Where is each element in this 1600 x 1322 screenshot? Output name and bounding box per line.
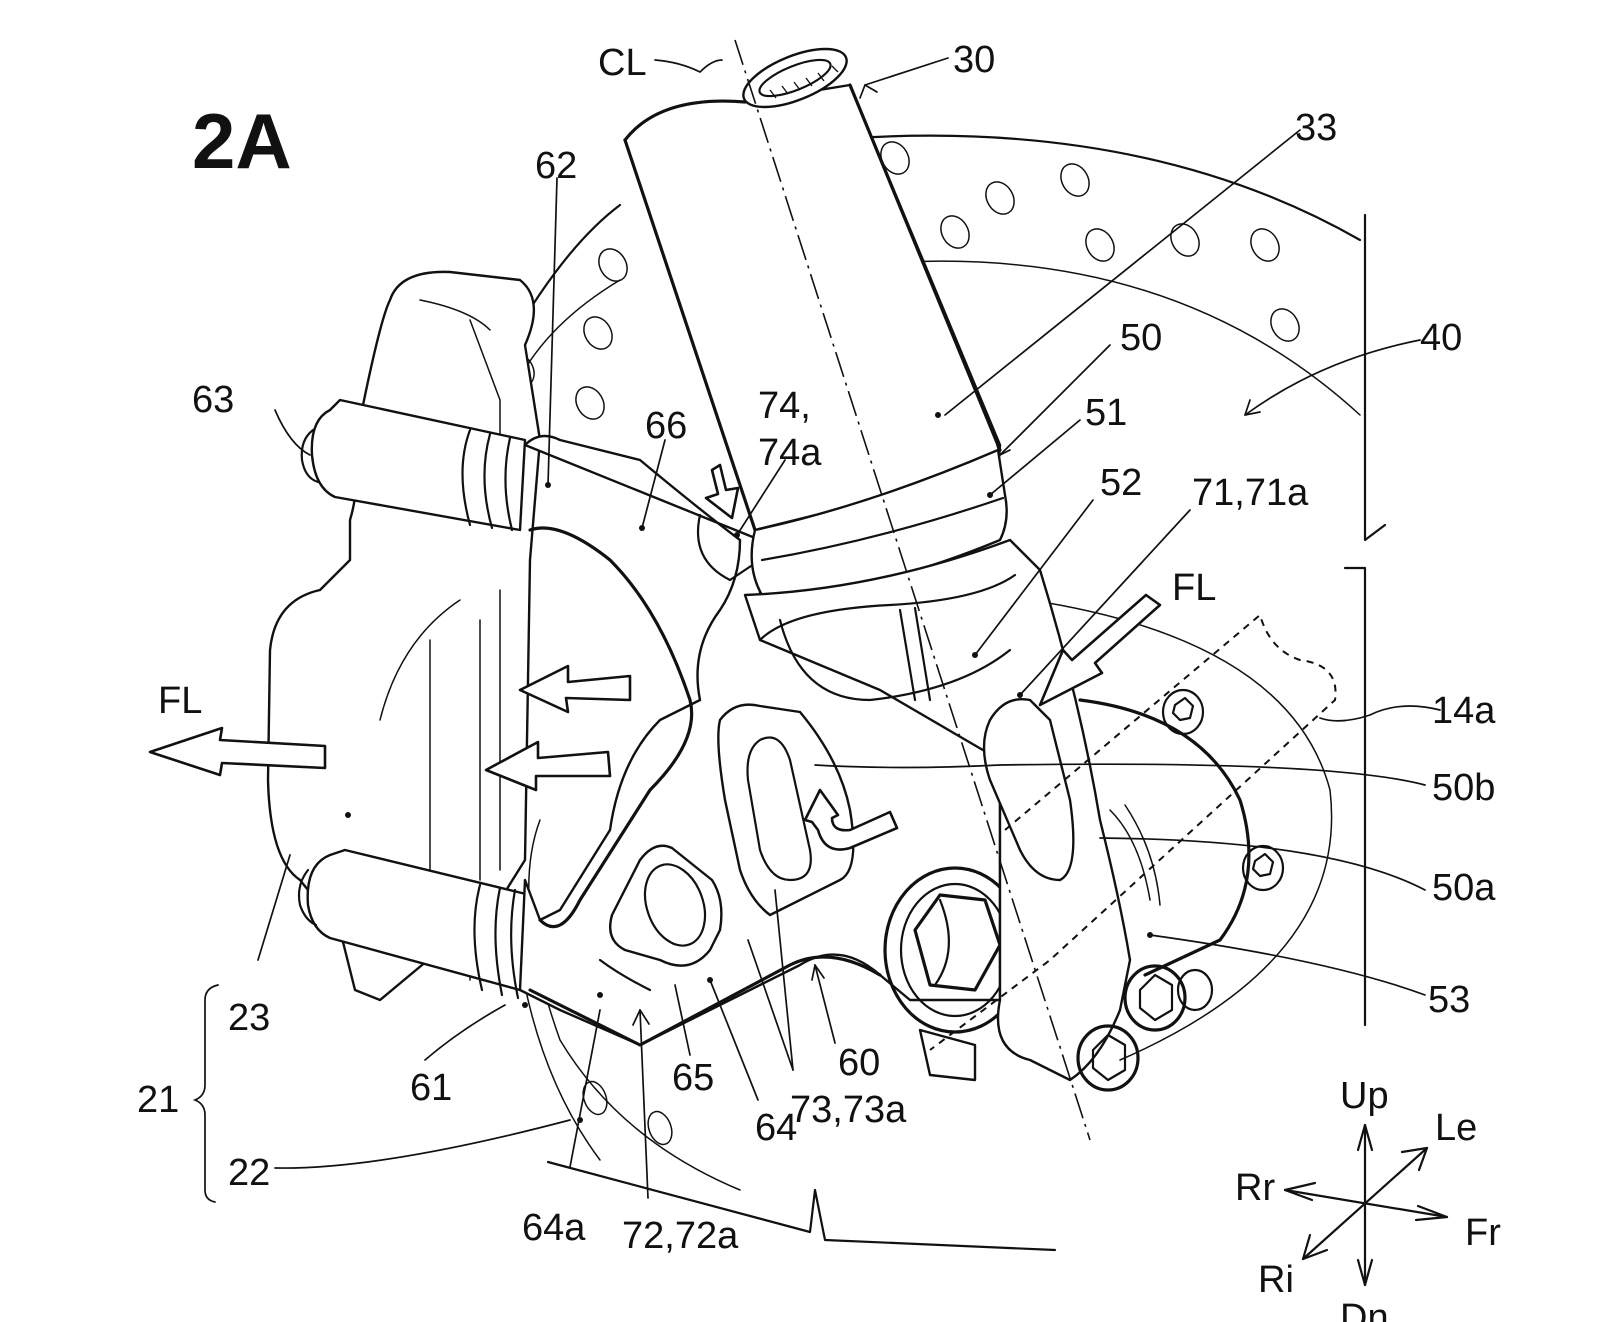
center-line	[734, 39, 1091, 1141]
label-50: 50	[1120, 317, 1162, 359]
label-fl-right: FL	[1172, 567, 1216, 609]
label-cl: CL	[598, 42, 647, 84]
label-40: 40	[1420, 317, 1462, 359]
label-63: 63	[192, 379, 234, 421]
compass-rr-label: Rr	[1235, 1167, 1275, 1209]
label-50b: 50b	[1432, 767, 1495, 809]
label-64a: 64a	[522, 1207, 586, 1249]
label-21: 21	[137, 1079, 179, 1121]
label-23: 23	[228, 997, 270, 1039]
brake-disc	[498, 134, 1387, 1252]
figure-title: 2A	[192, 97, 292, 185]
airflow-arrow-down	[704, 463, 740, 520]
label-64: 64	[755, 1107, 797, 1149]
label-50a: 50a	[1432, 867, 1496, 909]
label-72-72a: 72,72a	[622, 1215, 739, 1257]
label-fl-left: FL	[158, 680, 202, 722]
label-53: 53	[1428, 979, 1470, 1021]
airflow-arrow-inlet	[1038, 593, 1162, 707]
airflow-arrow-mid-upper	[518, 664, 632, 714]
label-65: 65	[672, 1057, 714, 1099]
compass-le-label: Le	[1435, 1107, 1477, 1149]
label-14a: 14a	[1432, 690, 1496, 732]
compass-up-label: Up	[1340, 1075, 1389, 1117]
label-33: 33	[1295, 107, 1337, 149]
compass-ri-label: Ri	[1258, 1259, 1294, 1301]
label-73-73a: 73,73a	[790, 1089, 907, 1131]
fork-assembly	[623, 47, 1285, 1092]
label-52: 52	[1100, 462, 1142, 504]
airflow-arrow-mid-lower	[484, 740, 612, 792]
airflow-arrows	[148, 463, 1162, 851]
label-66: 66	[645, 405, 687, 447]
airflow-arrow-left-outlet	[148, 726, 327, 777]
leader-lines	[192, 57, 1441, 1203]
label-74a: 74a	[758, 432, 822, 474]
label-60: 60	[838, 1042, 880, 1084]
orientation-compass: Up Dn Le Ri Fr Rr	[1235, 1075, 1501, 1322]
label-74: 74,	[758, 385, 811, 427]
compass-fr-label: Fr	[1465, 1212, 1501, 1254]
label-62: 62	[535, 145, 577, 187]
reference-labels: 2A CL 30 33 62 50 40 51 63 66 74, 74a 52…	[137, 39, 1496, 1257]
label-71-71a: 71,71a	[1192, 472, 1309, 514]
label-30: 30	[953, 39, 995, 81]
caliper-bracket	[518, 434, 1027, 1047]
airflow-arrow-turn	[803, 788, 899, 851]
label-61: 61	[410, 1067, 452, 1109]
brake-caliper	[266, 270, 542, 1002]
outline-14a	[929, 613, 1337, 1051]
label-51: 51	[1085, 392, 1127, 434]
compass-dn-label: Dn	[1340, 1297, 1389, 1322]
label-22: 22	[228, 1152, 270, 1194]
